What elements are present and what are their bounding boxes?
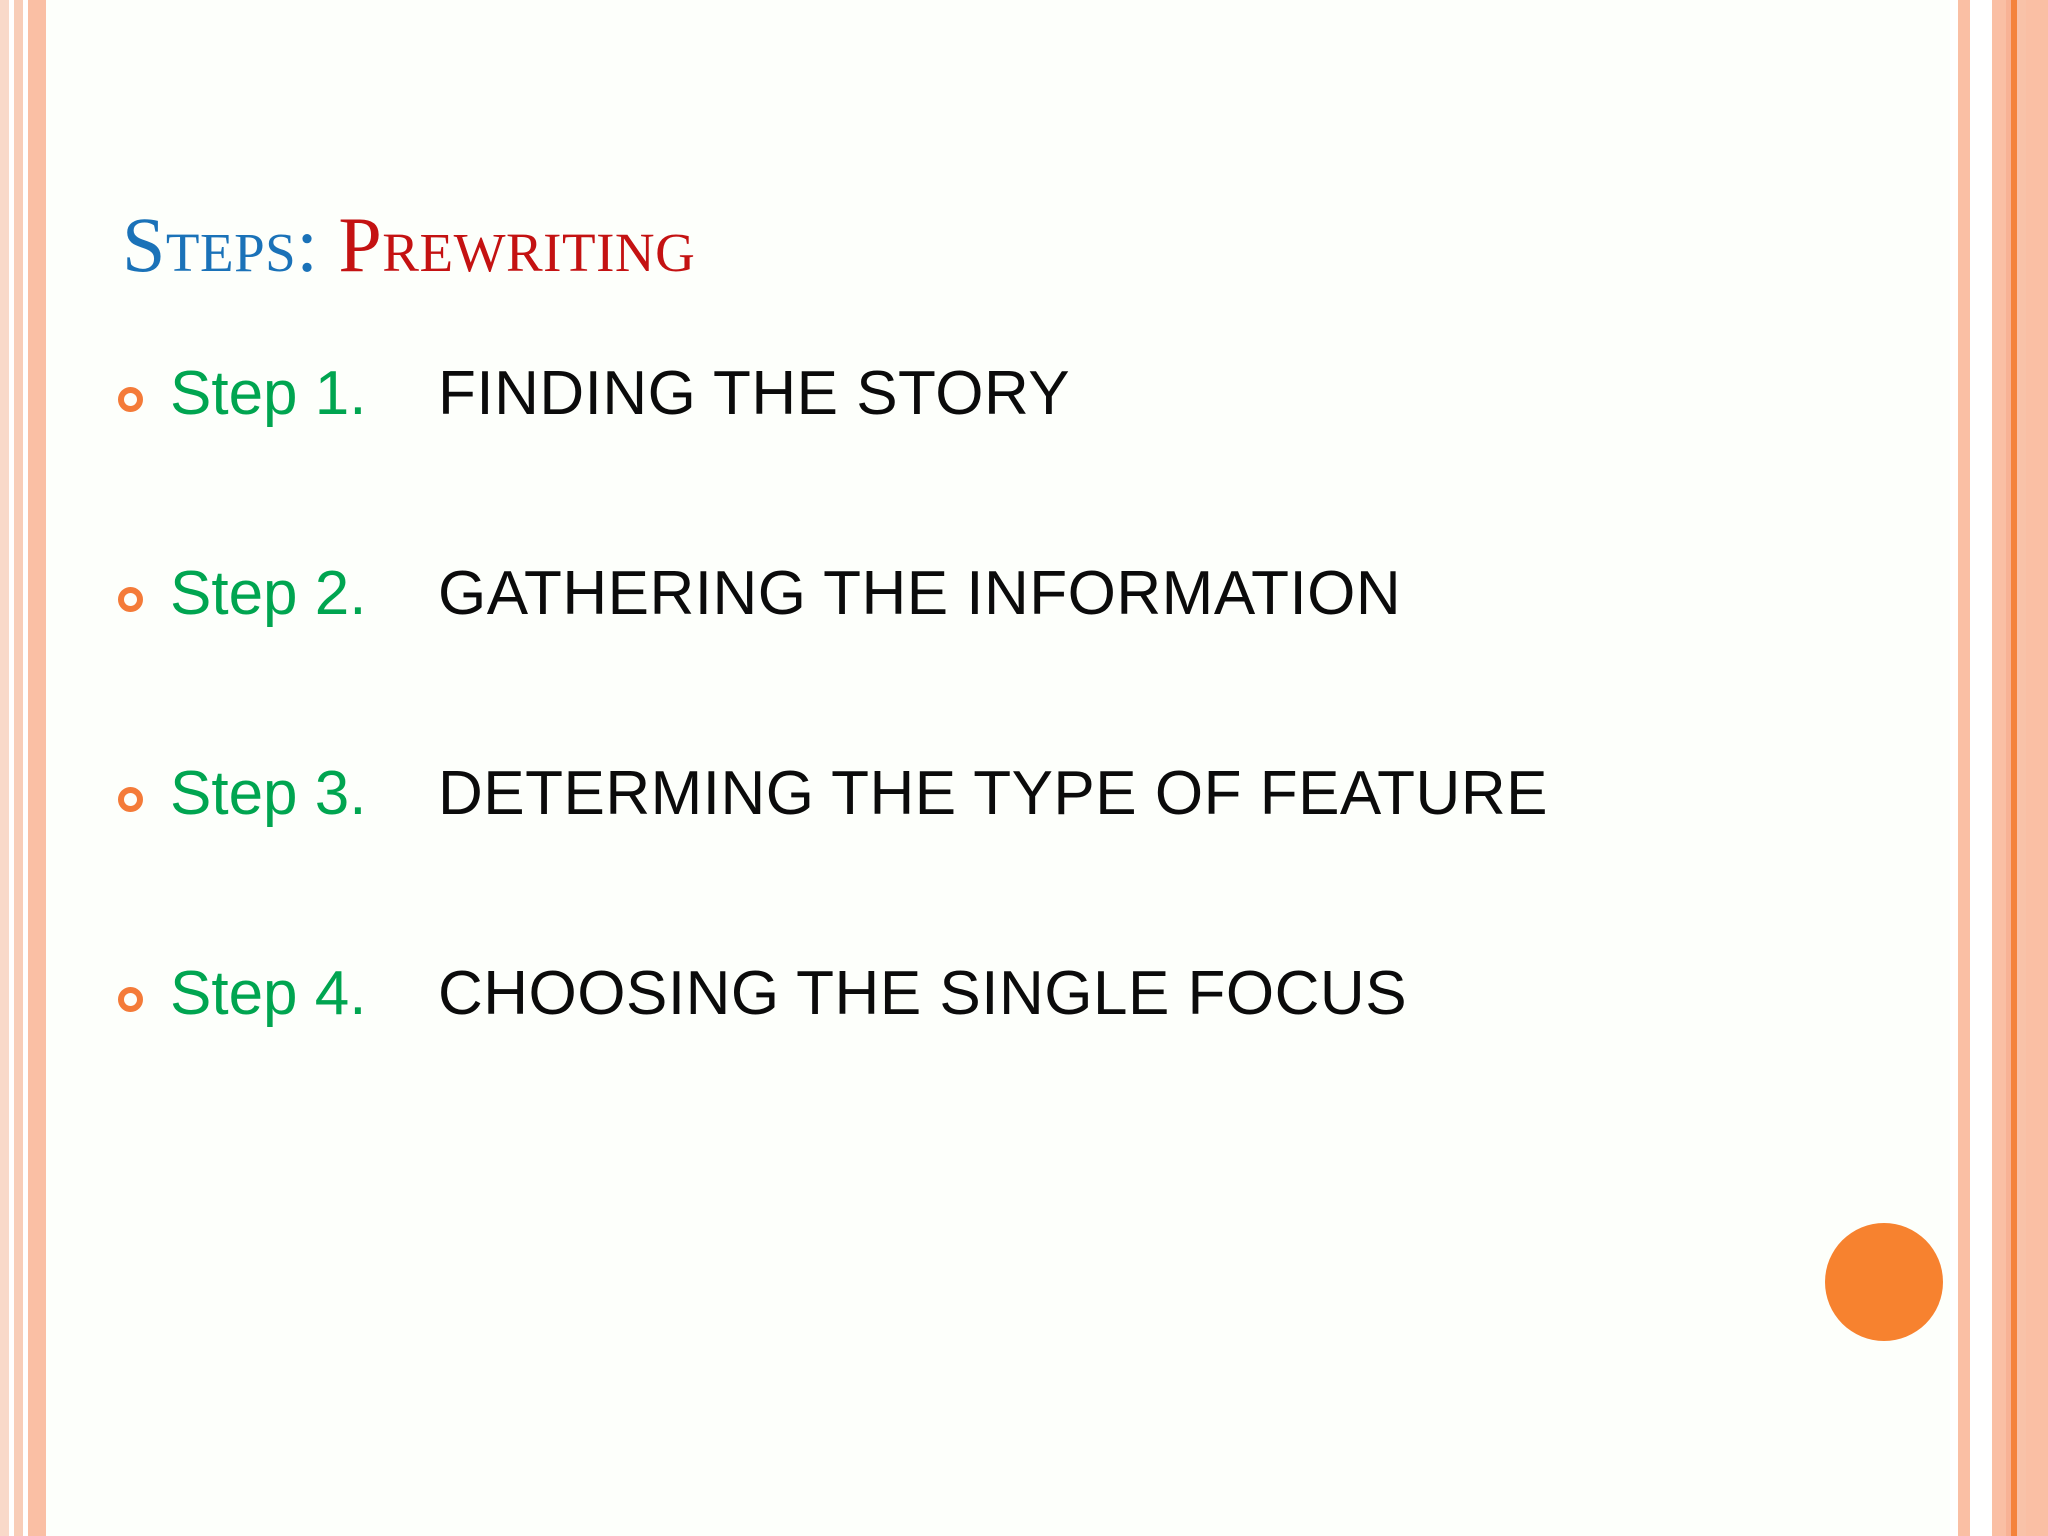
step-label: Step 3. xyxy=(170,759,367,828)
ring-bullet-icon xyxy=(118,575,170,621)
list-item: Step 3. DETERMING THE TYPE OF FEATURE xyxy=(118,758,1918,958)
step-label: Step 1. xyxy=(170,359,367,428)
left-border-decoration xyxy=(0,0,46,1536)
border-stripe xyxy=(14,0,23,1536)
steps-list: Step 1. FINDING THE STORY Step 2. GATHER… xyxy=(118,358,1918,1158)
step-description: DETERMING THE TYPE OF FEATURE xyxy=(438,759,1548,828)
orange-circle-decoration xyxy=(1825,1223,1943,1341)
border-stripe xyxy=(9,0,14,1536)
border-stripe xyxy=(2017,0,2026,1536)
step-label: Step 2. xyxy=(170,559,367,628)
border-stripe xyxy=(2006,0,2011,1536)
right-border-decoration xyxy=(1950,0,2048,1536)
border-stripe xyxy=(2026,0,2048,1536)
list-item: Step 4. CHOOSING THE SINGLE FOCUS xyxy=(118,958,1918,1158)
border-stripe xyxy=(23,0,28,1536)
page-title: Steps: Prewriting xyxy=(122,206,695,284)
step-description: FINDING THE STORY xyxy=(438,359,1071,428)
list-item: Step 2. GATHERING THE INFORMATION xyxy=(118,558,1918,758)
step-description: GATHERING THE INFORMATION xyxy=(438,559,1402,628)
border-stripe xyxy=(1950,0,1958,1536)
ring-bullet-icon xyxy=(118,375,170,421)
ring-bullet-icon xyxy=(118,775,170,821)
ring-bullet-icon xyxy=(118,975,170,1021)
step-description: CHOOSING THE SINGLE FOCUS xyxy=(438,959,1408,1028)
border-stripe xyxy=(1970,0,1992,1536)
border-stripe xyxy=(28,0,46,1536)
step-label: Step 4. xyxy=(170,959,367,1028)
list-item: Step 1. FINDING THE STORY xyxy=(118,358,1918,558)
border-stripe xyxy=(1958,0,1970,1536)
page-title-topic: Prewriting xyxy=(338,201,696,288)
border-stripe xyxy=(0,0,9,1536)
page-title-prefix: Steps: xyxy=(122,201,319,288)
border-stripe xyxy=(1992,0,2006,1536)
border-stripe-accent xyxy=(2011,0,2017,1536)
